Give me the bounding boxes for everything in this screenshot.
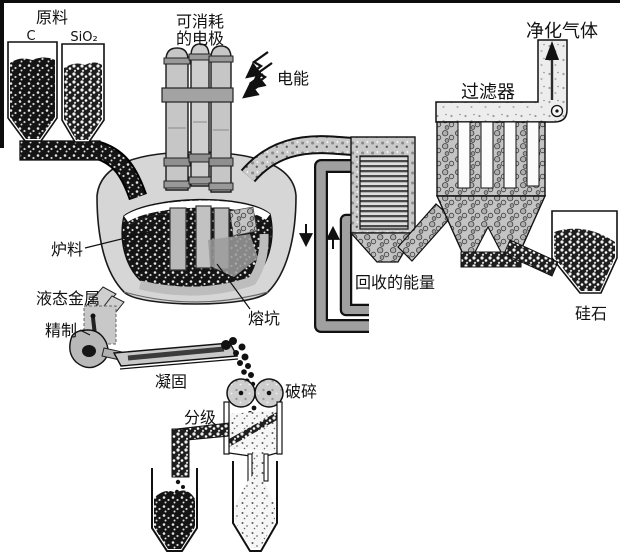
label-refining: 精制 [45, 321, 77, 340]
feed-chute [19, 140, 147, 201]
filter-bag [457, 121, 471, 189]
electrode-1 [165, 47, 189, 191]
sieve-wall [276, 401, 283, 455]
label-purified-gas: 净化气体 [526, 21, 598, 42]
label-filter: 过滤器 [461, 82, 515, 103]
coarse-downcomer [171, 428, 190, 478]
label-silica: 硅石 [575, 304, 607, 323]
heat-exchanger-core [359, 155, 409, 230]
label-electrodes-line1: 可消耗 [176, 12, 224, 31]
label-solidification: 凝固 [155, 372, 187, 391]
left-vessel [151, 468, 198, 552]
lightning-bolt-icon [245, 51, 269, 79]
label-electrodes-line2: 的电极 [176, 29, 224, 48]
silica-collector [551, 210, 618, 294]
filter-bag [480, 121, 494, 189]
right-vessel [232, 461, 278, 552]
label-melt-pit: 熔坑 [248, 309, 280, 328]
granular-patch [229, 206, 258, 237]
electrode-2 [190, 43, 210, 187]
electrode-stub-middle [195, 205, 212, 269]
filter-bag [526, 121, 540, 187]
label-electric-energy: 电能 [277, 69, 309, 88]
electrode-stub-left [169, 207, 187, 271]
dust-chute [503, 239, 559, 277]
energy-recovery-pipes [299, 159, 369, 333]
filter-unit [435, 39, 568, 277]
collection-vessels [151, 461, 278, 552]
label-crushing: 破碎 [285, 382, 317, 401]
hopper-sio2-contents [64, 62, 102, 140]
consumable-electrodes [161, 43, 234, 193]
leader-melt-pit [216, 263, 251, 310]
filter-bag [503, 121, 517, 189]
melt-pit-area [208, 234, 258, 277]
heat-exchanger-hopper [349, 232, 417, 263]
heat-exchanger [349, 136, 452, 263]
leader-furnace-charge [84, 231, 151, 249]
crusher [226, 378, 284, 423]
fine-product [235, 473, 275, 548]
clean-gas-duct [435, 39, 568, 123]
offgas-duct [240, 135, 361, 183]
label-classification: 分级 [184, 408, 216, 427]
liquid-metal-in-ladle [82, 345, 96, 357]
label-raw-materials: 原料 [36, 8, 68, 27]
tapping-ladle [69, 286, 125, 369]
electric-energy-bolts [242, 51, 273, 99]
silica-contents [554, 228, 615, 291]
labels: 原料 C SiO₂ 可消耗 的电极 电能 净化气体 过滤器 炉料 熔坑 回收的能… [26, 8, 607, 427]
solidifying-metal [127, 346, 225, 361]
lightning-bolt-icon [242, 73, 264, 99]
label-recovered-energy: 回收的能量 [355, 273, 435, 292]
hopper-c-contents [10, 57, 55, 139]
coarse-product [154, 490, 195, 549]
hearth-lining [138, 233, 269, 296]
electrode-3 [210, 45, 232, 193]
scan-border-artifacts [0, 0, 620, 148]
label-hopper-sio2: SiO₂ [70, 30, 97, 45]
label-furnace-charge: 炉料 [51, 240, 83, 259]
leader-refining [79, 329, 91, 336]
furnace-rim-lining [124, 200, 271, 223]
classifier [171, 401, 283, 502]
label-liquid-metal: 液态金属 [36, 289, 100, 308]
smelting-furnace [96, 151, 297, 305]
coarse-fraction [229, 412, 277, 447]
raw-material-hoppers [7, 41, 105, 143]
electrode-clamp [161, 87, 234, 103]
label-hopper-c: C [26, 29, 35, 44]
